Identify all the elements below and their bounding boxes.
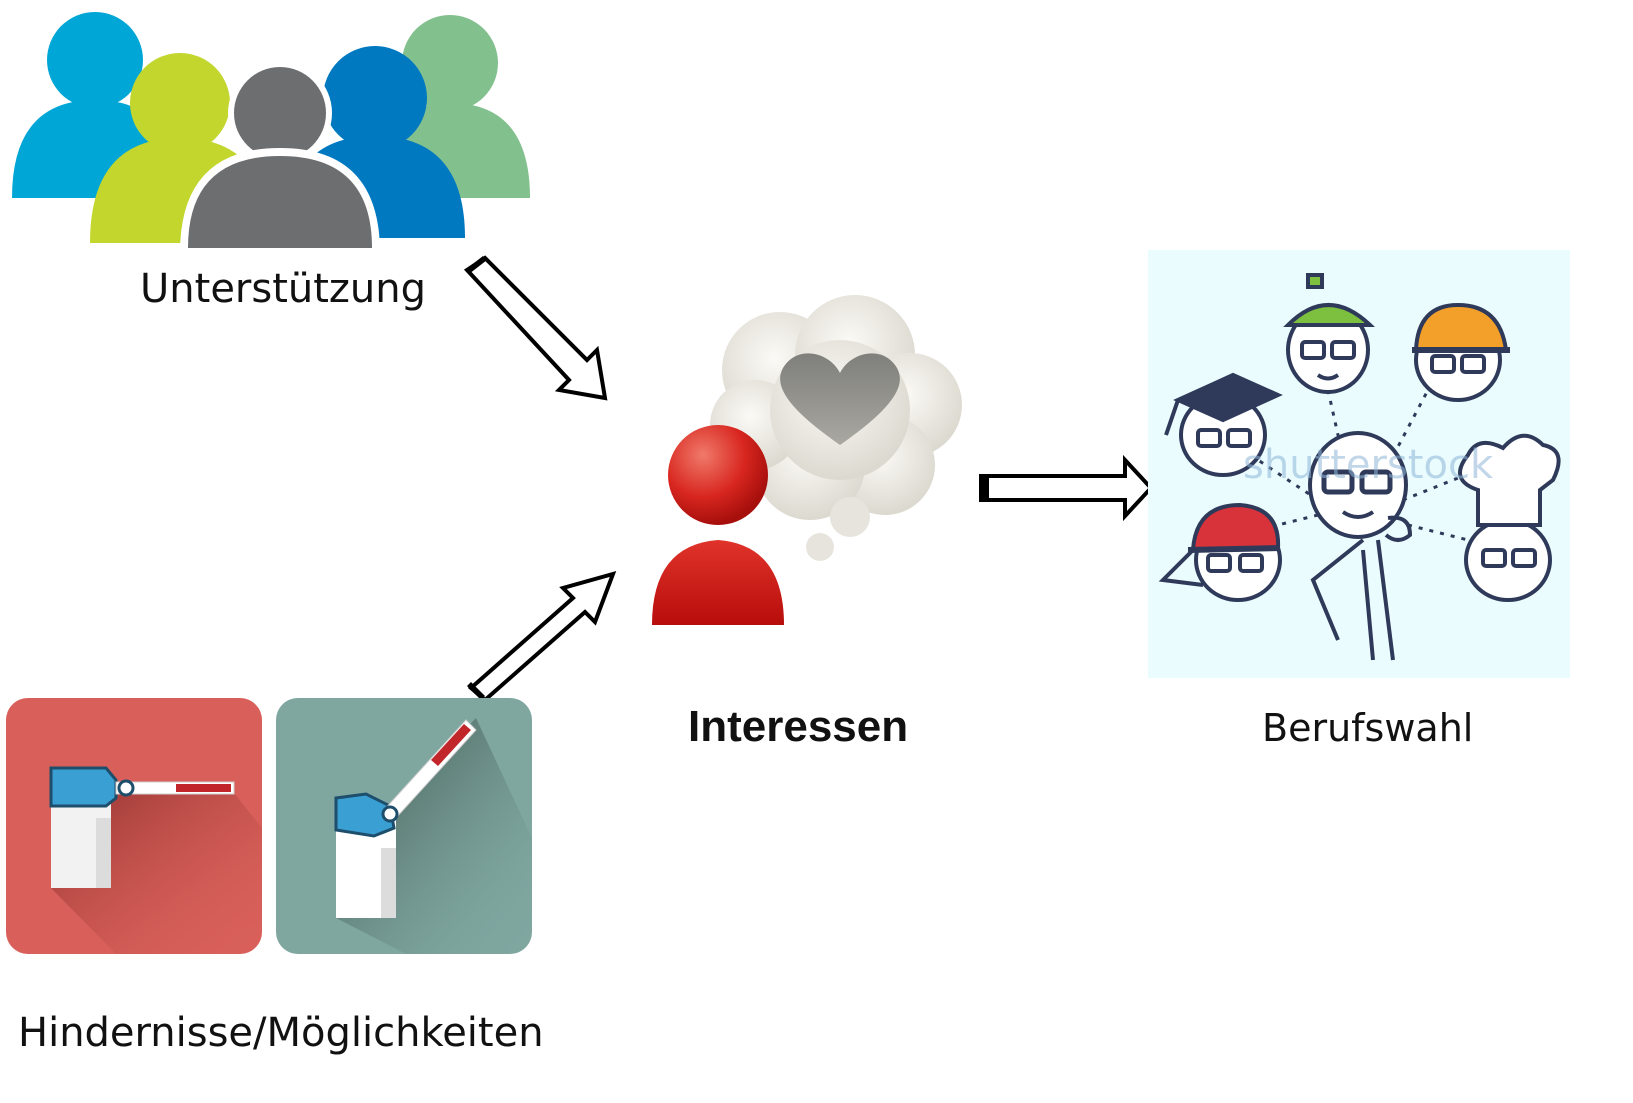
arrow-support-to-interests: [463, 255, 608, 401]
career-watermark: shutterstock: [1243, 442, 1494, 488]
person-thinking-heart-icon: [652, 295, 962, 625]
obstacles-label: Hindernisse/Möglichkeiten: [18, 1010, 544, 1056]
support-label: Unterstützung: [140, 266, 427, 312]
professions-sketch-icon: shutterstock: [1148, 250, 1570, 678]
career-label: Berufswahl: [1262, 706, 1474, 750]
arrow-interests-to-career: [979, 454, 1154, 522]
group-of-people-icon: [12, 12, 530, 253]
arrow-obstacles-to-interests: [467, 571, 617, 703]
interests-label: Interessen: [688, 702, 909, 751]
barrier-gate-icon: [6, 698, 532, 954]
